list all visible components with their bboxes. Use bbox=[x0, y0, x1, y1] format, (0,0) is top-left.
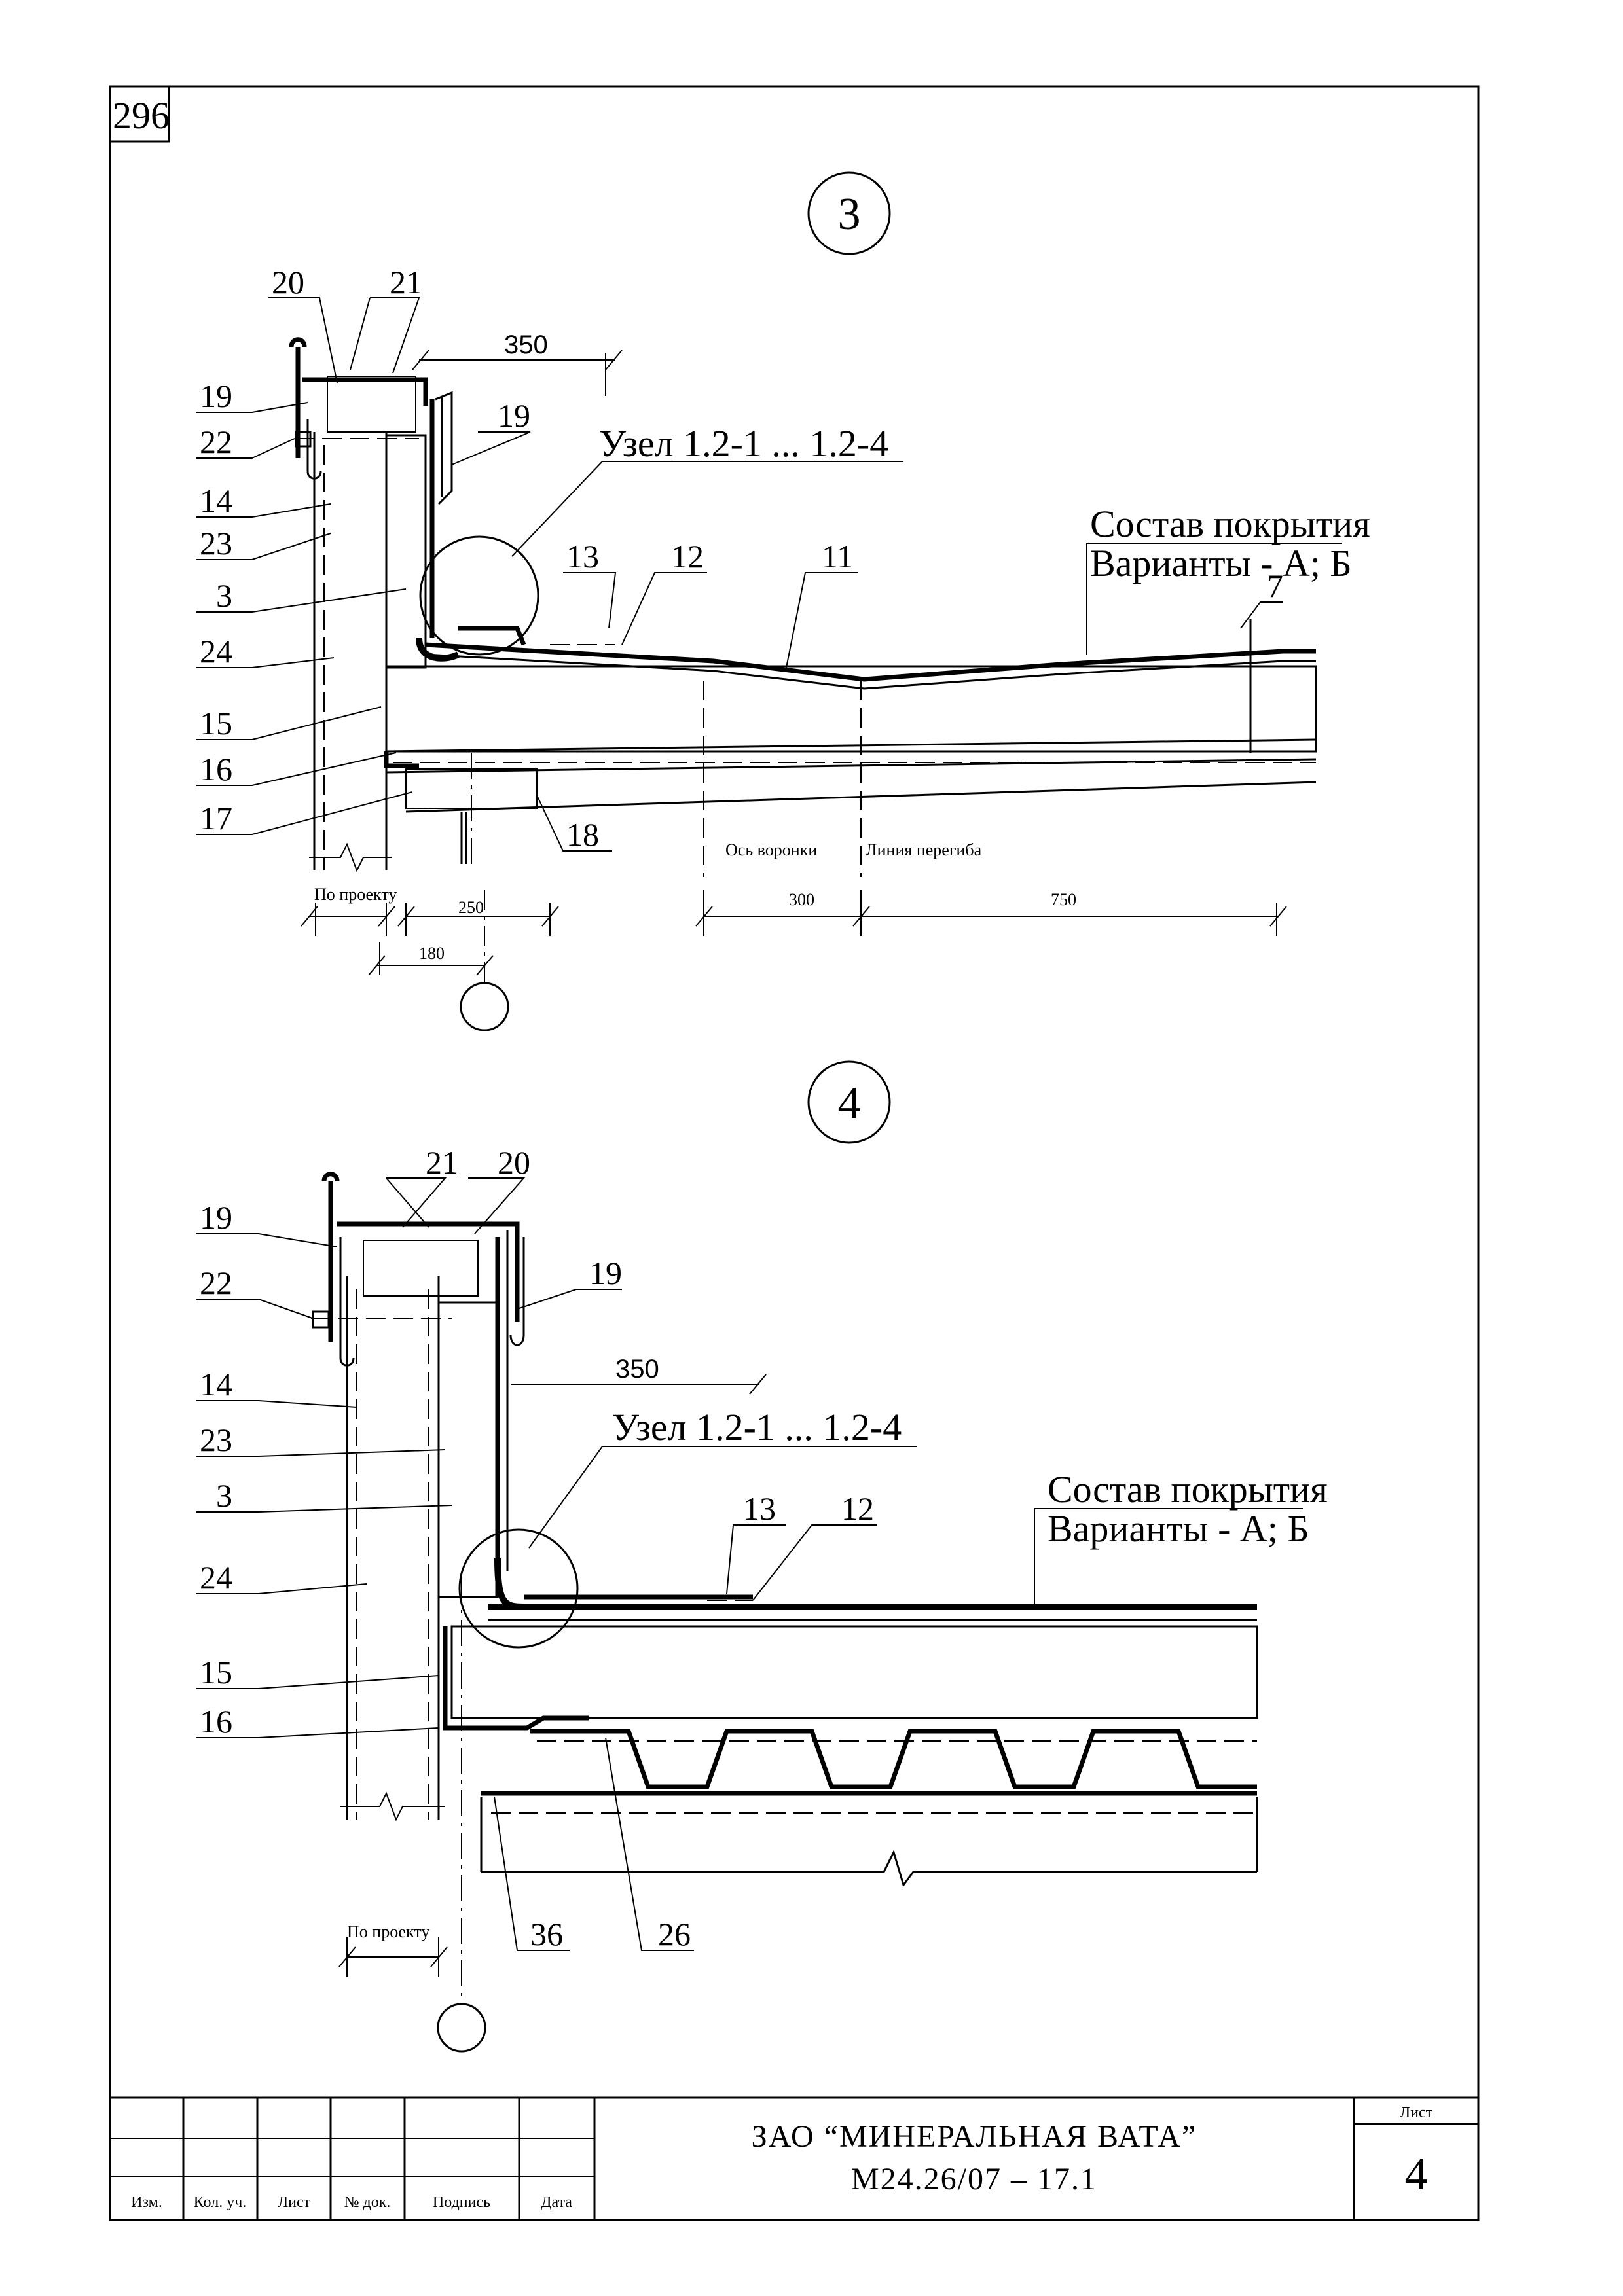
tb-col-date: Дата bbox=[541, 2194, 572, 2211]
n4-callout-15: 15 bbox=[200, 1654, 232, 1691]
n3-roof-composition: Состав покрытия bbox=[1090, 503, 1370, 545]
n4-callout-23: 23 bbox=[200, 1422, 232, 1458]
n3-callout-24: 24 bbox=[200, 633, 232, 670]
n4-dim-350: 350 bbox=[615, 1355, 659, 1384]
n3-dim-750: 750 bbox=[1051, 890, 1076, 909]
n3-funnel-axis: Ось воронки bbox=[725, 840, 817, 859]
n4-callout-22: 22 bbox=[200, 1265, 232, 1301]
n3-dim-180: 180 bbox=[419, 944, 445, 963]
page-number-box bbox=[109, 85, 170, 143]
n3-variants: Варианты - А; Б bbox=[1090, 542, 1352, 584]
organization: ЗАО “МИНЕРАЛЬНАЯ ВАТА” bbox=[752, 2119, 1197, 2154]
node-3-drawing: 3 bbox=[196, 171, 1370, 1031]
node-4-profiled-deck bbox=[530, 1729, 1257, 1789]
node-3-label: 3 bbox=[838, 189, 861, 240]
n3-dim-250: 250 bbox=[458, 898, 484, 917]
node-4-label: 4 bbox=[838, 1078, 861, 1128]
n4-callout-19-right: 19 bbox=[589, 1255, 622, 1291]
node-4-drawing: 4 bbox=[196, 1060, 1328, 2053]
node-3-detail-circle bbox=[419, 535, 539, 656]
sheet-number: 4 bbox=[1405, 2149, 1428, 2200]
n3-axis-circle bbox=[460, 982, 509, 1031]
n3-callout-17: 17 bbox=[200, 800, 232, 836]
node-3-cap-insulation bbox=[327, 376, 416, 433]
n3-callout-11: 11 bbox=[822, 538, 853, 575]
n3-callout-23: 23 bbox=[200, 525, 232, 562]
tb-col-izm: Изм. bbox=[131, 2194, 162, 2211]
n4-callout-14: 14 bbox=[200, 1366, 232, 1403]
node-4-cap-insulation bbox=[363, 1240, 479, 1297]
n4-callout-19-left: 19 bbox=[200, 1199, 232, 1236]
n4-by-project: По проекту bbox=[347, 1922, 429, 1941]
node-3-circle bbox=[807, 171, 891, 255]
n3-callout-15: 15 bbox=[200, 705, 232, 742]
page-number: 296 bbox=[113, 94, 170, 137]
node-4-roof-insulation bbox=[450, 1625, 1258, 1719]
tb-col-list: Лист bbox=[278, 2194, 311, 2211]
tb-col-sign: Подпись bbox=[433, 2194, 490, 2211]
n3-callout-12: 12 bbox=[671, 538, 704, 575]
n4-callout-36: 36 bbox=[530, 1916, 563, 1952]
n3-callout-14: 14 bbox=[200, 482, 232, 519]
n4-callout-26: 26 bbox=[658, 1916, 691, 1952]
title-block bbox=[110, 2096, 1478, 2220]
n3-callout-19-left: 19 bbox=[200, 378, 232, 414]
n3-by-project: По проекту bbox=[314, 885, 397, 904]
n4-callout-16: 16 bbox=[200, 1703, 232, 1740]
node-3-parapet-insulation bbox=[385, 434, 427, 669]
node-4-detail-circle bbox=[458, 1528, 579, 1649]
n4-roof-composition: Состав покрытия bbox=[1048, 1468, 1328, 1511]
n3-callout-20: 20 bbox=[272, 264, 304, 300]
n3-node-ref: Узел 1.2-1 ... 1.2-4 bbox=[599, 422, 888, 465]
n4-callout-24: 24 bbox=[200, 1559, 232, 1596]
n4-variants: Варианты - А; Б bbox=[1048, 1507, 1309, 1550]
n3-bend-line: Линия перегиба bbox=[866, 840, 982, 859]
tb-col-doc: № док. bbox=[344, 2194, 391, 2211]
n3-callout-7: 7 bbox=[1267, 567, 1283, 604]
n3-callout-16: 16 bbox=[200, 751, 232, 787]
n3-callout-18: 18 bbox=[566, 816, 599, 853]
n3-callout-19-right: 19 bbox=[498, 397, 530, 434]
n3-dim-300: 300 bbox=[789, 890, 814, 909]
n4-callout-20: 20 bbox=[498, 1144, 530, 1181]
n3-callout-22: 22 bbox=[200, 423, 232, 460]
n4-callout-12: 12 bbox=[841, 1490, 874, 1527]
n3-callout-13: 13 bbox=[566, 538, 599, 575]
n3-callout-21: 21 bbox=[390, 264, 422, 300]
n3-dim-350: 350 bbox=[504, 331, 548, 359]
n4-callout-3: 3 bbox=[216, 1477, 232, 1514]
sheet-label: Лист bbox=[1400, 2104, 1433, 2121]
tb-col-kol: Кол. уч. bbox=[194, 2194, 247, 2211]
n4-callout-13: 13 bbox=[743, 1490, 776, 1527]
node-3-roof-insulation bbox=[385, 665, 1317, 753]
sheet-frame bbox=[109, 85, 1480, 2221]
n3-callout-3: 3 bbox=[216, 577, 232, 614]
n4-callout-21: 21 bbox=[426, 1144, 458, 1181]
node-4-circle bbox=[807, 1060, 891, 1144]
n4-axis-circle bbox=[437, 2003, 486, 2053]
n4-node-ref: Узел 1.2-1 ... 1.2-4 bbox=[612, 1406, 902, 1448]
document-code: М24.26/07 – 17.1 bbox=[851, 2162, 1097, 2197]
node-4-parapet-insulation bbox=[437, 1301, 499, 1598]
